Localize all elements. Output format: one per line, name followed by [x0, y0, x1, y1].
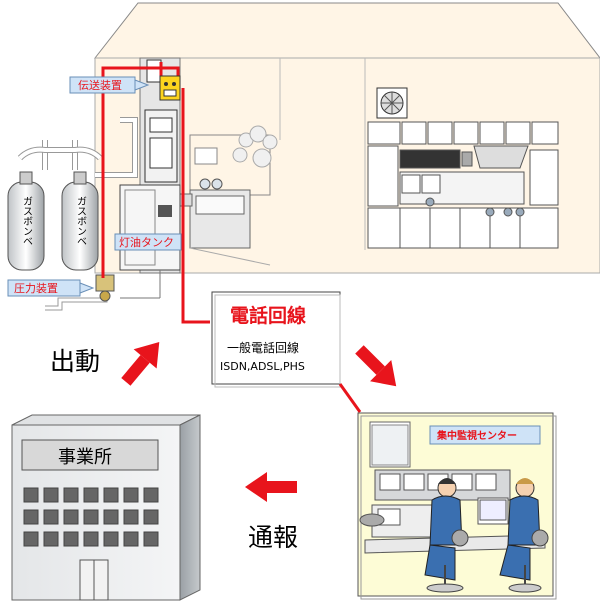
gas-cylinder-1-label: ガスボンベ: [21, 196, 33, 246]
phone-line-box: [211, 291, 341, 388]
pressure-label-box: [7, 279, 95, 297]
transmitter-device: [159, 75, 181, 101]
office-building: [11, 414, 201, 601]
report-arrow: [245, 472, 297, 502]
kerosene-label-box: [114, 233, 182, 251]
kerosene-tank-label: 灯油タンク: [119, 235, 174, 249]
transmitter-label-box: [69, 76, 150, 94]
house-roof: [93, 2, 600, 59]
arrows: [121, 342, 397, 502]
kitchen: [367, 87, 559, 249]
monitoring-center-label: 集中監視センター: [436, 429, 517, 442]
phone-line-sub2: ISDN,ADSL,PHS: [220, 360, 305, 373]
transmitter-label: 伝送装置: [78, 78, 122, 92]
meter-box: [146, 59, 162, 83]
to-center-arrow: [355, 345, 397, 387]
dispatch-arrow: [121, 342, 160, 386]
report-label: 通報: [248, 523, 298, 552]
gas-pipes: [17, 117, 161, 311]
dispatch-label: 出動: [50, 347, 100, 376]
gas-cylinder-2-label: ガスボンベ: [75, 196, 87, 246]
pressure-device-label: 圧力装置: [14, 282, 58, 295]
monitoring-center: [357, 412, 557, 600]
boiler: [119, 184, 181, 271]
line-to-center: [338, 383, 362, 413]
phone-line-title: 電話回線: [230, 304, 306, 327]
gas-cylinders: [7, 171, 99, 271]
office-label: 事業所: [58, 447, 112, 468]
phone-line-sub1: 一般電話回線: [227, 340, 299, 355]
pressure-valve: [95, 274, 115, 302]
house: [93, 2, 600, 274]
